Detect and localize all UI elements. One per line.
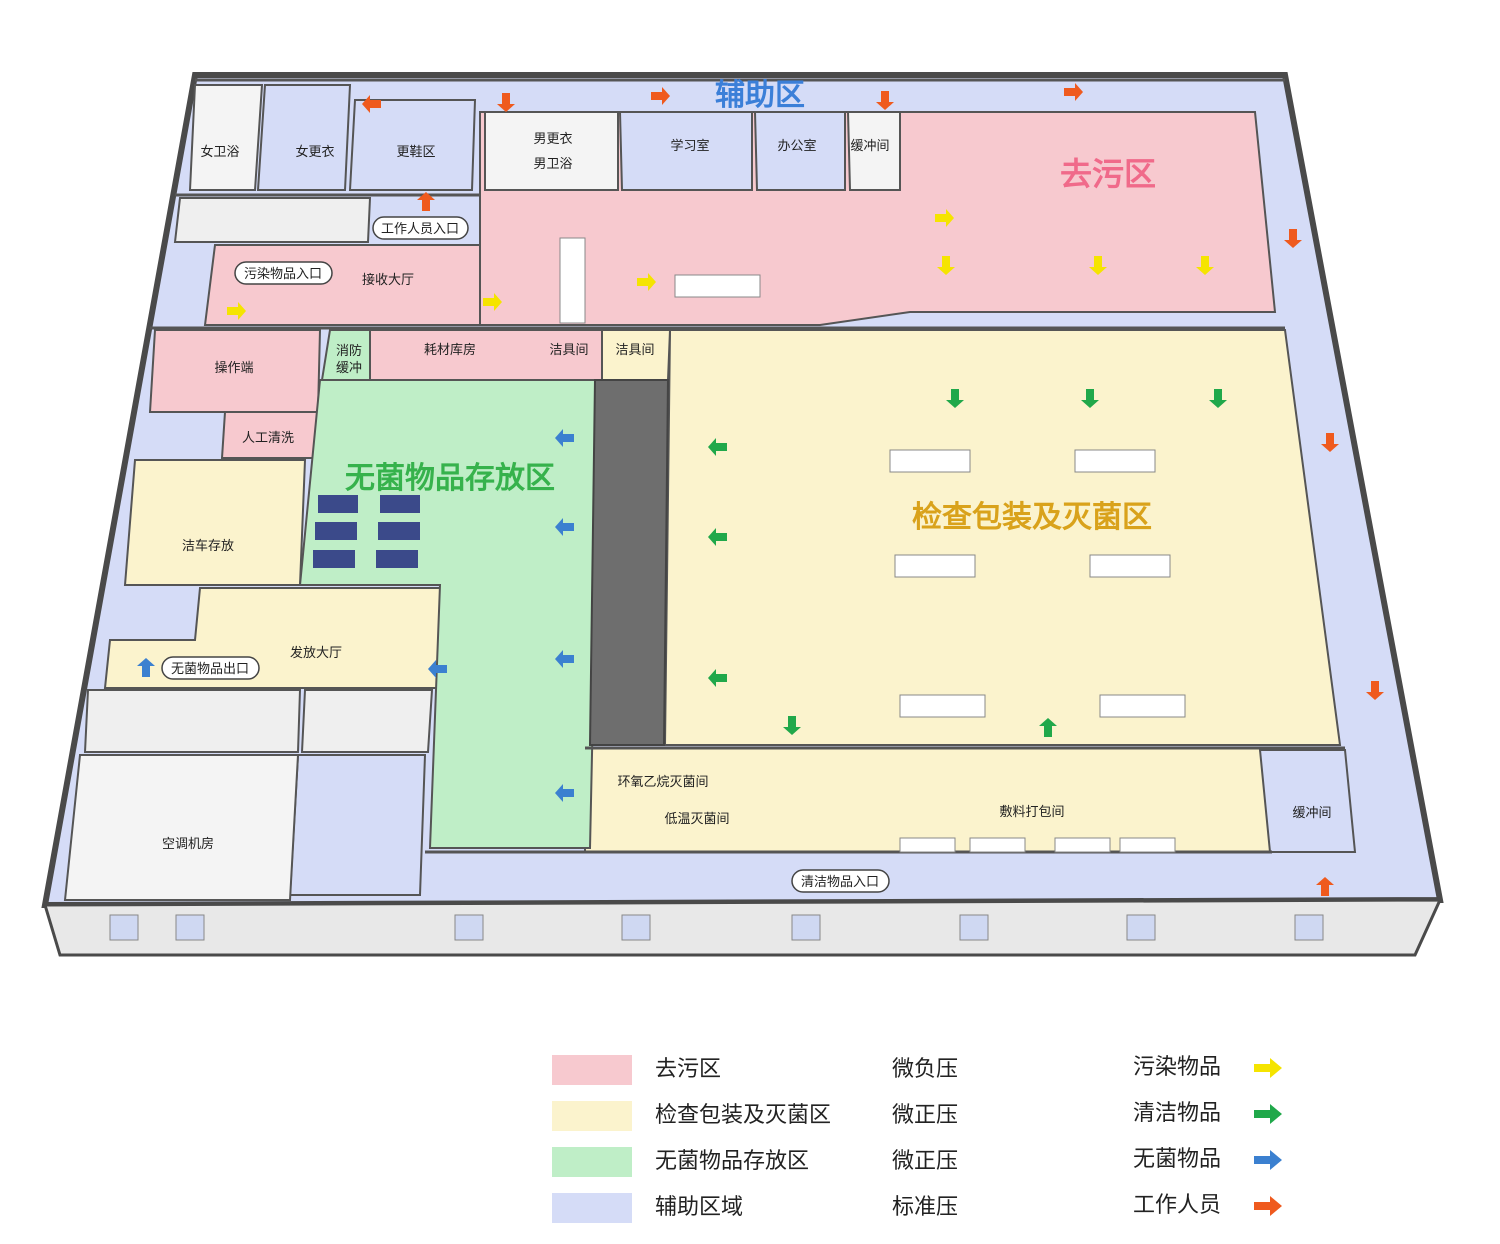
legend-swatch xyxy=(552,1101,632,1131)
workbenches xyxy=(559,237,1186,853)
legend-swatch xyxy=(552,1055,632,1085)
legend-flow-name: 无菌物品 xyxy=(1133,1147,1222,1172)
blue-flow-arrow xyxy=(428,660,447,678)
yellow-flow-arrow xyxy=(937,256,955,275)
front-windows xyxy=(109,914,1324,941)
green-flow-arrow xyxy=(783,716,801,735)
legend-arrow-icon xyxy=(1254,1150,1282,1170)
sterile-shelves xyxy=(313,495,420,568)
legend-arrow-icon xyxy=(1254,1104,1282,1124)
room-low-temp-sterilization: 低温灭菌间 xyxy=(664,812,729,827)
orange-flow-arrow xyxy=(497,93,515,112)
blue-flow-arrow xyxy=(137,658,155,677)
orange-flow-arrow xyxy=(417,192,435,211)
yellow-flow-arrow xyxy=(935,209,954,227)
legend-arrow-icon xyxy=(1254,1058,1282,1078)
green-flow-arrow xyxy=(1209,389,1227,408)
zone-title-inspection-packing: 检查包装及灭菌区 xyxy=(912,500,1152,535)
yellow-flow-arrow xyxy=(637,273,656,291)
room-buffer-top: 缓冲间 xyxy=(850,139,889,154)
yellow-flow-arrow xyxy=(227,302,246,320)
blue-flow-arrow xyxy=(555,650,574,668)
entrance-contaminated: 污染物品入口 xyxy=(244,267,322,282)
green-flow-arrow xyxy=(708,669,727,687)
neutral-rooms xyxy=(63,84,901,901)
orange-flow-arrow xyxy=(876,91,894,110)
legend-zone-name: 辅助区域 xyxy=(655,1195,744,1220)
entrance-staff: 工作人员入口 xyxy=(381,222,459,237)
room-fire-buffer-2: 缓冲 xyxy=(336,361,362,376)
room-buffer-bottom: 缓冲间 xyxy=(1292,806,1331,821)
legend-swatch xyxy=(552,1147,632,1177)
green-flow-arrow xyxy=(1081,389,1099,408)
orange-flow-arrow xyxy=(1366,681,1384,700)
entrance-tags: 工作人员入口 污染物品入口 无菌物品出口 清洁物品入口 xyxy=(161,216,890,893)
entrance-clean: 清洁物品入口 xyxy=(801,875,879,890)
legend-swatch xyxy=(552,1193,632,1223)
room-shoe-change: 更鞋区 xyxy=(396,144,435,160)
room-cleaning-tools-1: 洁具间 xyxy=(549,343,588,358)
zone-title-sterile-storage: 无菌物品存放区 xyxy=(345,461,555,496)
orange-flow-arrow xyxy=(1321,433,1339,452)
legend-zone-name: 检查包装及灭菌区 xyxy=(655,1103,832,1128)
orange-flow-arrow xyxy=(1064,83,1083,101)
room-receiving-hall: 接收大厅 xyxy=(362,272,414,288)
blue-flow-arrow xyxy=(555,518,574,536)
blue-flow-arrow xyxy=(555,784,574,802)
room-consumables: 耗材库房 xyxy=(424,342,476,358)
room-operation-end: 操作端 xyxy=(214,360,253,376)
room-dressing-packing: 敷料打包间 xyxy=(999,805,1064,820)
room-fire-buffer-1: 消防 xyxy=(336,343,362,359)
green-flow-arrow xyxy=(708,438,727,456)
blue-flow-arrow xyxy=(555,429,574,447)
room-manual-cleaning: 人工清洗 xyxy=(242,431,294,446)
legend-zone-name: 无菌物品存放区 xyxy=(655,1149,810,1174)
yellow-flow-arrow xyxy=(483,293,502,311)
legend-flow-name: 清洁物品 xyxy=(1133,1101,1222,1126)
green-flow-arrow xyxy=(1039,718,1057,737)
flow-arrows xyxy=(137,83,1384,896)
room-cleaning-tools-2: 洁具间 xyxy=(615,343,654,358)
room-eo-sterilization: 环氧乙烷灭菌间 xyxy=(617,775,708,790)
room-cart-storage: 洁车存放 xyxy=(182,538,234,554)
room-men-bath: 男卫浴 xyxy=(533,157,572,172)
auxiliary-rooms xyxy=(256,84,1357,896)
exit-sterile: 无菌物品出口 xyxy=(171,662,249,677)
yellow-flow-arrow xyxy=(1196,256,1214,275)
green-flow-arrow xyxy=(708,528,727,546)
green-flow-arrow xyxy=(946,389,964,408)
zone-title-decontamination: 去污区 xyxy=(1060,155,1156,193)
yellow-flow-arrow xyxy=(1089,256,1107,275)
room-women-change: 女更衣 xyxy=(295,144,334,160)
orange-flow-arrow xyxy=(1316,877,1334,896)
zone-title-auxiliary: 辅助区 xyxy=(715,78,805,113)
orange-flow-arrow xyxy=(1284,229,1302,248)
room-women-bath: 女卫浴 xyxy=(200,144,239,160)
room-labels: 女卫浴 女更衣 更鞋区 男更衣 男卫浴 学习室 办公室 缓冲间 接收大厅 操作端… xyxy=(162,131,1332,852)
legend-zone-pressure: 标准压 xyxy=(892,1195,959,1220)
orange-flow-arrow xyxy=(362,95,381,113)
legend-zone-pressure: 微负压 xyxy=(892,1057,959,1082)
room-men-change: 男更衣 xyxy=(533,131,572,147)
legend-zone-pressure: 微正压 xyxy=(892,1103,959,1128)
room-distribution-hall: 发放大厅 xyxy=(290,645,342,661)
legend-zone-pressure: 微正压 xyxy=(892,1149,959,1174)
legend-flow-name: 工作人员 xyxy=(1133,1193,1222,1218)
legend-flow-name: 污染物品 xyxy=(1133,1055,1222,1080)
room-ac-room: 空调机房 xyxy=(162,836,214,852)
orange-flow-arrow xyxy=(651,87,670,105)
room-office: 办公室 xyxy=(777,138,816,154)
room-study: 学习室 xyxy=(670,138,709,154)
legend-arrow-icon xyxy=(1254,1196,1282,1216)
legend-zone-name: 去污区 xyxy=(655,1057,722,1082)
